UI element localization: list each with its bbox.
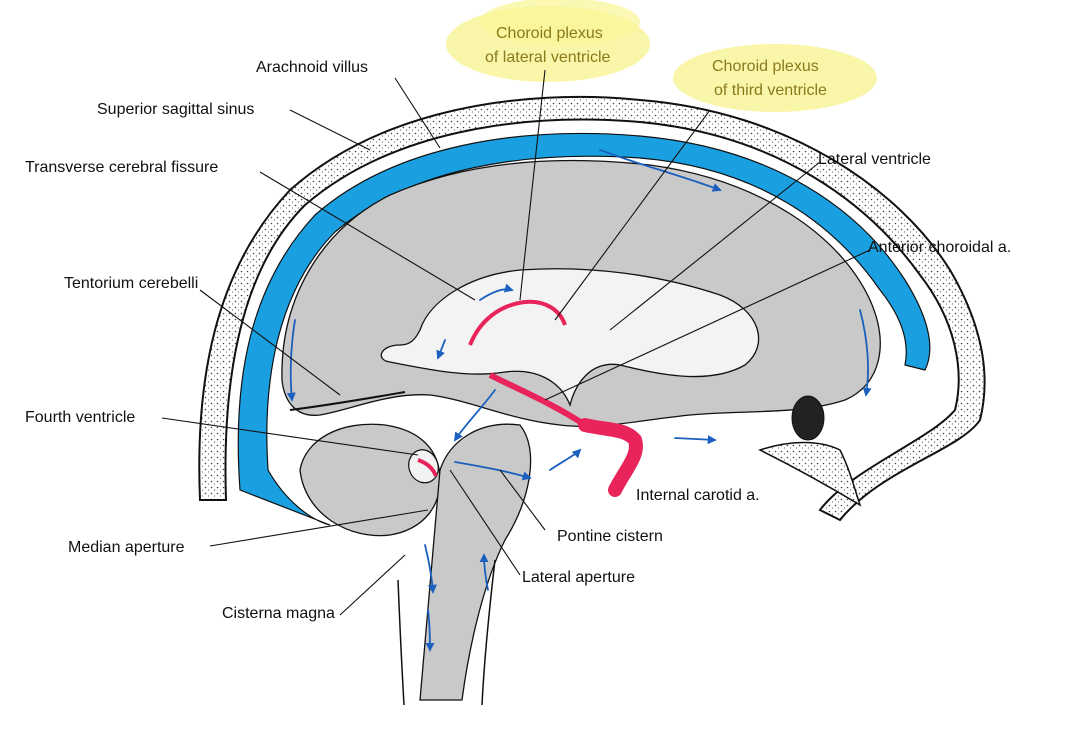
leader-arachnoid-villus xyxy=(394,77,441,149)
label-anterior-choroidal-a: Anterior choroidal a. xyxy=(868,239,1011,256)
flow-arrow-5 xyxy=(479,283,514,301)
label-choroid-plexus-third-line1: Choroid plexus xyxy=(712,58,819,75)
choroid-plexus-fourth-ventricle xyxy=(417,458,438,477)
anterior-choroidal-artery xyxy=(488,372,587,428)
flow-arrow-4 xyxy=(674,435,717,445)
label-internal-carotid-a: Internal carotid a. xyxy=(636,487,760,504)
flow-arrow-2 xyxy=(286,319,296,402)
label-arachnoid-villus: Arachnoid villus xyxy=(256,59,368,76)
label-cisterna-magna: Cisterna magna xyxy=(222,605,335,622)
internal-carotid-artery xyxy=(578,418,643,497)
subarachnoid-csf xyxy=(237,132,931,526)
flow-arrow-12 xyxy=(425,609,435,652)
leader-choroid-plexus-lateral xyxy=(519,69,546,301)
anterior-skull-base xyxy=(758,441,862,507)
highlight-marks xyxy=(446,0,877,112)
label-choroid-plexus-lateral-line1: Choroid plexus xyxy=(496,25,603,42)
label-superior-sagittal-sinus: Superior sagittal sinus xyxy=(97,101,254,118)
label-pontine-cistern: Pontine cistern xyxy=(557,528,663,545)
label-median-aperture: Median aperture xyxy=(68,539,185,556)
leader-cisterna-magna xyxy=(339,554,406,616)
fourth-ventricle-shape xyxy=(408,449,439,484)
flow-arrow-3 xyxy=(859,309,872,397)
label-lateral-aperture: Lateral aperture xyxy=(522,569,635,586)
label-lateral-ventricle: Lateral ventricle xyxy=(818,151,931,168)
leader-lateral-ventricle xyxy=(609,161,821,331)
label-choroid-plexus-third-line2: of third ventricle xyxy=(714,82,827,99)
spinal-canal xyxy=(397,559,496,706)
leader-transverse-cerebral-fissure xyxy=(259,171,476,301)
label-fourth-ventricle: Fourth ventricle xyxy=(25,409,135,426)
leader-pontine-cistern xyxy=(499,469,546,531)
flow-arrow-9 xyxy=(549,448,582,471)
frontal-sinus xyxy=(791,395,825,441)
label-tentorium-cerebelli: Tentorium cerebelli xyxy=(64,275,198,292)
highlight-lateral-ventricle-2 xyxy=(480,0,640,46)
leader-lateral-aperture xyxy=(449,469,521,576)
label-choroid-plexus-lateral-line2: of lateral ventricle xyxy=(485,49,610,66)
flow-arrow-10 xyxy=(424,544,437,594)
flow-arrow-11 xyxy=(479,553,489,591)
choroid-plexus-lateral-ventricle xyxy=(468,299,567,346)
leader-tentorium-cerebelli xyxy=(199,289,341,396)
csf-flow-arrows xyxy=(286,149,872,652)
flow-arrow-8 xyxy=(454,461,532,481)
labels: Arachnoid villus Superior sagittal sinus… xyxy=(25,25,1011,622)
label-transverse-cerebral-fissure: Transverse cerebral fissure xyxy=(25,159,218,176)
leader-choroid-plexus-third xyxy=(554,109,711,321)
flow-arrow-6 xyxy=(436,339,446,360)
flow-arrow-1 xyxy=(599,149,722,192)
leader-median-aperture xyxy=(209,509,429,547)
choroid-plexus-and-artery xyxy=(417,299,643,497)
leader-fourth-ventricle xyxy=(161,417,419,456)
leader-lines xyxy=(161,69,871,616)
leader-anterior-choroidal xyxy=(544,249,871,401)
skull-bone xyxy=(198,95,986,522)
highlight-third-ventricle xyxy=(673,44,877,112)
flow-arrow-7 xyxy=(454,389,496,442)
leader-superior-sagittal-sinus xyxy=(289,109,371,151)
tentorium-cerebelli xyxy=(289,391,406,411)
